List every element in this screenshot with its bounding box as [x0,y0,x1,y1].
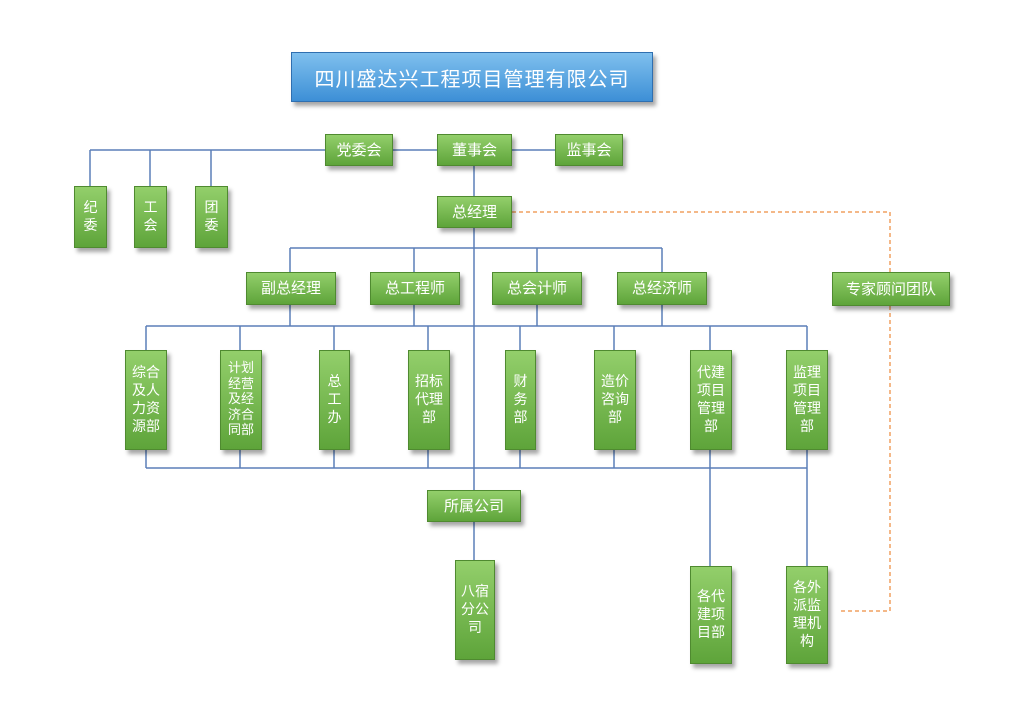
box-text: 各外 [793,579,821,596]
chief-engineer-office-box: 总 工 办 [319,350,350,450]
box-text: 务 [513,391,528,408]
bamu-branch-box: 八宿 分公 司 [455,560,495,660]
box-text: 同部 [227,423,254,439]
chief-economist-box: 总经济师 [617,272,707,305]
hr-department-box: 综合 及人 力资 源部 [125,350,167,450]
box-text: 部 [422,410,436,427]
box-text: 工 [143,199,158,216]
general-manager-box: 总经理 [437,196,512,228]
box-text: 建项 [697,606,725,623]
box-text: 委 [204,218,219,234]
box-text: 咨询 [601,391,629,408]
planning-department-box: 计划 经营 及经 济合 同部 [220,350,262,450]
agency-construction-dept-box: 代建 项目 管理 部 [690,350,732,450]
box-text: 会 [143,218,158,234]
supervisory-board-box: 监事会 [555,134,623,166]
box-text: 管理 [697,401,725,417]
box-text: 团 [204,199,219,216]
agency-projects-box: 各代 建项 目部 [690,566,732,664]
box-text: 委 [83,218,98,234]
box-text: 经营 [227,376,254,392]
box-text: 招标 [415,373,443,390]
external-supervision-box: 各外 派监 理机 构 [786,566,828,664]
box-text: 派监 [793,597,821,614]
board-box: 董事会 [437,134,512,166]
box-text: 工 [327,391,342,408]
box-text: 造价 [601,373,629,390]
dashed-connector [840,306,891,612]
cost-consulting-box: 造价 咨询 部 [594,350,636,450]
box-text: 源部 [132,419,160,436]
chief-engineer-box: 总工程师 [370,272,460,305]
box-text: 理机 [793,616,821,632]
box-text: 办 [327,410,342,427]
box-text: 总 [327,373,342,390]
youth-league-box: 团 委 [195,186,228,248]
box-text: 部 [800,419,814,436]
box-text: 分公 [461,601,489,618]
labor-union-box: 工 会 [134,186,167,248]
box-text: 管理 [793,401,821,417]
box-text: 项目 [793,382,821,399]
box-text: 部 [704,419,718,436]
box-text: 构 [800,634,814,651]
box-text: 力资 [132,401,160,417]
expert-team-box: 专家顾问团队 [832,272,950,306]
chief-accountant-box: 总会计师 [492,272,582,305]
tender-agency-box: 招标 代理 部 [408,350,450,450]
box-text: 部 [513,410,528,427]
box-text: 财 [513,373,528,390]
box-text: 代理 [415,391,443,408]
box-text: 八宿 [461,583,489,600]
box-text: 目部 [697,625,725,642]
dashed-connector [512,211,891,272]
discipline-committee-box: 纪 委 [74,186,107,248]
box-text: 计划 [227,361,254,377]
box-text: 监理 [793,364,821,381]
box-text: 代建 [697,364,725,381]
box-text: 及经 [227,392,254,408]
party-committee-box: 党委会 [325,134,393,166]
box-text: 司 [468,620,482,637]
deputy-gm-box: 副总经理 [246,272,336,305]
subsidiary-box: 所属公司 [427,490,521,522]
box-text: 综合 [132,364,160,381]
finance-department-box: 财 务 部 [505,350,536,450]
company-title: 四川盛达兴工程项目管理有限公司 [291,52,653,102]
box-text: 济合 [227,407,254,423]
supervision-dept-box: 监理 项目 管理 部 [786,350,828,450]
box-text: 纪 [83,199,98,216]
box-text: 项目 [697,382,725,399]
box-text: 及人 [132,382,160,399]
box-text: 部 [608,410,622,427]
box-text: 各代 [697,588,725,605]
